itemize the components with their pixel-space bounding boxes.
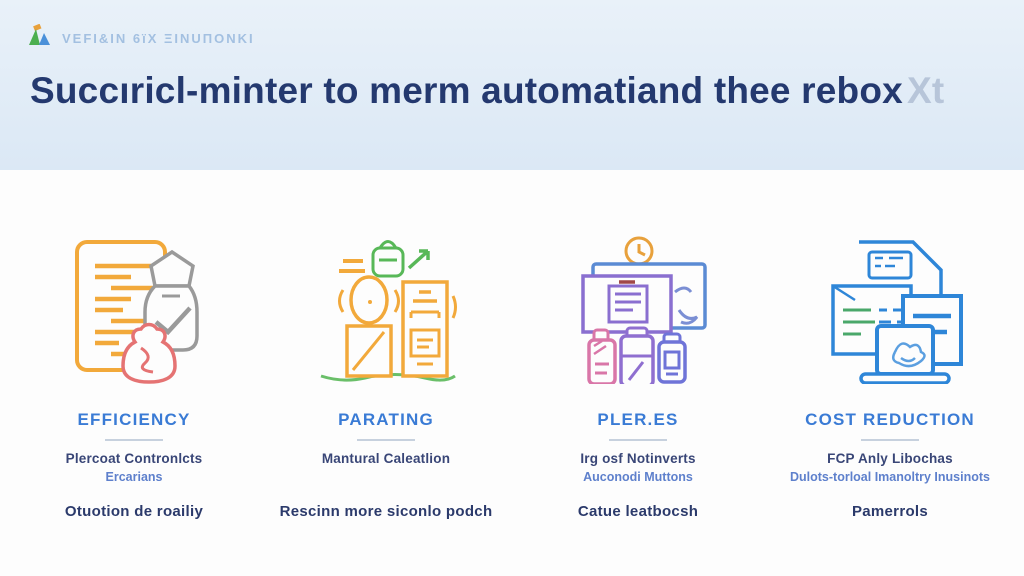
- column-note: Otuotion de roailiy: [64, 503, 204, 520]
- document-checklist-badge-icon: [8, 224, 260, 394]
- heading-underline: [357, 439, 415, 441]
- header-band: VEFI&IN 6ïX ΞINUΠONKI Succıricl-minter t…: [0, 0, 1024, 170]
- logo-text: VEFI&IN 6ïX ΞINUΠONKI: [62, 30, 255, 46]
- column-subline-2: Dulots-torloal Imanoltry Inusinots: [789, 470, 990, 484]
- column-subline-1: Plercoat Contronlcts: [65, 451, 203, 466]
- feature-column-cost-reduction: COST REDUCTION FCP Anly Libochas Dulots-…: [764, 170, 1016, 520]
- column-note: Catue leatbocsh: [577, 503, 699, 520]
- column-subline-2: Auconodi Muttons: [583, 470, 693, 484]
- column-subtext: Mantural Caleatlion: [260, 451, 512, 489]
- clock-chat-bottles-icon: [512, 224, 764, 394]
- feature-column-efficiency: EFFICIENCY Plercoat Contronlcts Ercarian…: [8, 170, 260, 520]
- heading-underline: [609, 439, 667, 441]
- logo-icon: [26, 23, 53, 52]
- column-subline-1: Irg osf Notinverts: [580, 451, 696, 466]
- column-subtext: Irg osf Notinverts Auconodi Muttons: [512, 451, 764, 489]
- column-subline-1: FCP Anly Libochas: [827, 451, 953, 466]
- feature-columns: EFFICIENCY Plercoat Contronlcts Ercarian…: [0, 170, 1024, 520]
- column-subline-1: Mantural Caleatlion: [321, 451, 451, 466]
- column-subline-2: Ercarians: [105, 470, 163, 484]
- column-note: Pamerrols: [851, 503, 929, 520]
- documents-laptop-icon: [764, 224, 1016, 394]
- column-heading: PARATING: [338, 410, 434, 429]
- column-heading: PLER.ES: [597, 410, 679, 429]
- column-note: Rescinn more siconlo podch: [279, 503, 493, 520]
- person-kiosk-growth-icon: [260, 224, 512, 394]
- feature-column-parating: PARATING Mantural Caleatlion Rescinn mor…: [260, 170, 512, 520]
- page-title: Succıricl-minter to merm automatiand the…: [30, 70, 945, 111]
- logo: VEFI&IN 6ïX ΞINUΠONKI: [26, 23, 1024, 52]
- column-subtext: FCP Anly Libochas Dulots-torloal Imanolt…: [764, 451, 1016, 489]
- heading-underline: [861, 439, 919, 441]
- column-heading: COST REDUCTION: [805, 410, 975, 429]
- column-subtext: Plercoat Contronlcts Ercarians: [8, 451, 260, 489]
- title-ghost-text: Xt: [906, 70, 945, 111]
- column-heading: EFFICIENCY: [77, 410, 191, 429]
- feature-column-pleres: PLER.ES Irg osf Notinverts Auconodi Mutt…: [512, 170, 764, 520]
- heading-underline: [105, 439, 163, 441]
